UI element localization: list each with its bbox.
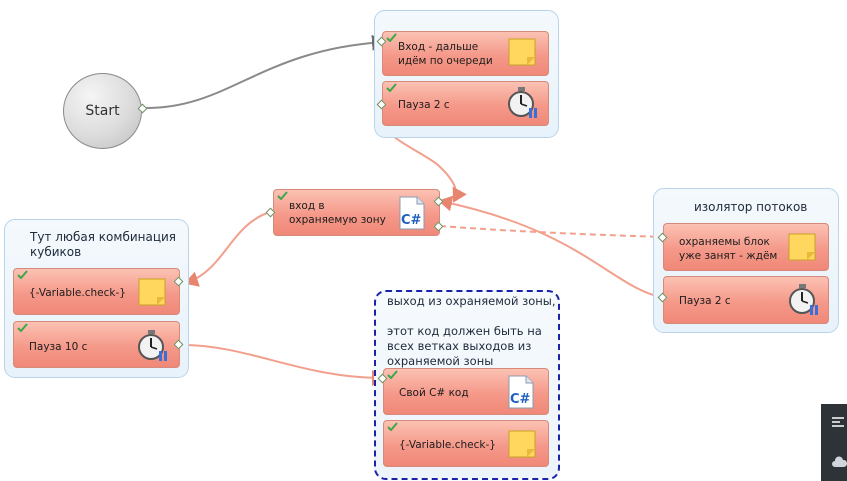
csharp-icon: C# [508, 375, 534, 409]
block-label: Пауза 2 с [398, 99, 450, 111]
stopwatch-icon [789, 284, 818, 315]
block-label: Вход - дальше идём по очереди [398, 41, 493, 67]
sticky-note-icon [508, 430, 536, 458]
link-pause2right-to-enterzone[interactable] [438, 195, 661, 298]
svg-text:C#: C# [510, 392, 531, 407]
check-icon [277, 191, 288, 200]
group-title: выход из охраняемой зоны, этот код долже… [387, 294, 556, 368]
block-entry-queue[interactable]: Вход - дальше идём по очереди [382, 31, 549, 76]
start-node[interactable]: Start [63, 73, 142, 149]
stopwatch-icon [138, 330, 167, 361]
block-busy-wait[interactable]: охраняемы блок уже занят - ждём [663, 223, 829, 271]
svg-text:C#: C# [401, 213, 422, 228]
block-enter-zone[interactable]: вход в охраняемую зону C# [273, 189, 440, 236]
block-label: Пауза 10 с [29, 341, 88, 353]
block-pause-2-top[interactable]: Пауза 2 с [382, 81, 549, 126]
check-icon [17, 270, 28, 279]
block-label: Пауза 2 с [679, 295, 731, 307]
link-enterzone-to-varcheck[interactable] [184, 211, 271, 287]
block-label: охраняемы блок уже занят - ждём [679, 236, 778, 262]
check-icon [387, 422, 398, 431]
sticky-note-icon [508, 38, 536, 66]
block-pause-2-right[interactable]: Пауза 2 с [663, 276, 829, 324]
check-icon [386, 33, 397, 42]
check-icon [17, 323, 28, 332]
side-dock-panel[interactable] [821, 404, 847, 481]
block-label: Свой C# код [399, 387, 469, 399]
link-start-to-entry[interactable] [145, 34, 386, 109]
check-icon [386, 83, 397, 92]
menu-lines-icon[interactable] [831, 416, 845, 428]
group-title: изолятор потоков [694, 200, 808, 214]
block-label: {-Variable.check-} [29, 287, 126, 299]
sticky-note-icon [138, 278, 166, 306]
link-pause10-to-ownc[interactable] [181, 344, 386, 386]
block-pause-10[interactable]: Пауза 10 с [13, 321, 180, 368]
check-icon [387, 370, 398, 379]
block-own-csharp[interactable]: Свой C# код C# [383, 368, 549, 415]
block-var-check-left[interactable]: {-Variable.check-} [13, 268, 180, 315]
block-label: вход в охраняемую зону [289, 200, 386, 226]
stopwatch-icon [508, 87, 537, 118]
group-title: Тут любая комбинация кубиков [30, 230, 177, 259]
csharp-icon: C# [399, 196, 425, 230]
block-var-check-exit[interactable]: {-Variable.check-} [383, 420, 549, 467]
cloud-icon[interactable] [831, 456, 847, 468]
start-label: Start [85, 103, 120, 119]
block-label: {-Variable.check-} [399, 439, 496, 451]
sticky-note-icon [788, 233, 816, 261]
link-enterzone-to-busy-dashed[interactable] [439, 225, 667, 245]
